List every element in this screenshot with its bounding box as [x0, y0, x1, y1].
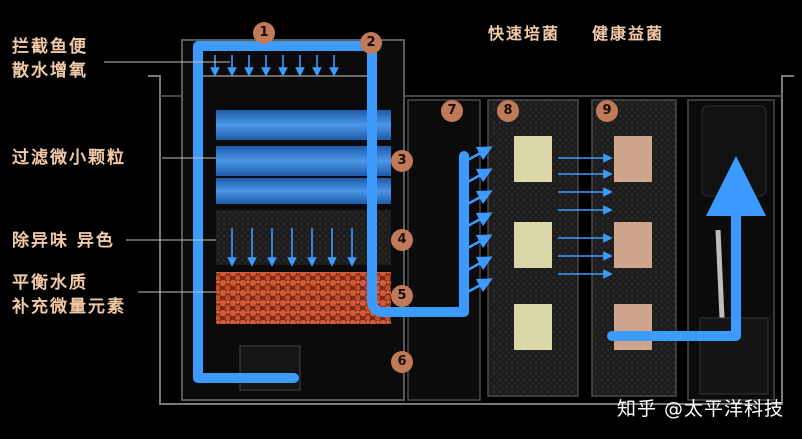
water-flow-path	[193, 41, 766, 383]
title-healthy-bacteria: 健康益菌	[592, 24, 665, 43]
chamber-9	[591, 99, 677, 397]
bacteria-block	[614, 222, 652, 268]
label-intercept-line1: 拦截鱼便	[12, 37, 88, 57]
chamber-7	[407, 99, 481, 401]
distribution-arrows	[463, 146, 493, 296]
sponge-layer-2	[216, 146, 391, 176]
label-leader-lines	[104, 61, 230, 293]
badge-6: 6	[391, 351, 413, 373]
bacteria-block	[514, 222, 552, 268]
bacteria-block	[614, 136, 652, 182]
bacteria-block	[614, 304, 652, 350]
drip-arrows	[210, 55, 339, 77]
badge-7: 7	[441, 100, 463, 122]
label-balance-line2: 补充微量元素	[12, 297, 126, 317]
badge-1: 1	[253, 22, 275, 44]
watermark: 知乎 @太平洋科技	[616, 398, 784, 420]
ceramic-bead-layer	[216, 272, 391, 324]
horizontal-flow-arrows	[558, 153, 613, 279]
sponge-layer-1	[216, 110, 391, 140]
badge-5: 5	[391, 285, 413, 307]
pump	[239, 345, 301, 391]
badge-3: 3	[391, 150, 413, 172]
label-balance-line1: 平衡水质	[12, 273, 88, 293]
carbon-layer	[216, 210, 391, 265]
bacteria-block	[514, 136, 552, 182]
outlet-arrow	[722, 176, 750, 196]
label-remove-odor: 除异味 异色	[12, 231, 115, 251]
label-filter-particles: 过滤微小颗粒	[12, 148, 126, 168]
badge-8: 8	[497, 100, 519, 122]
bacteria-block	[514, 304, 552, 350]
sponge-layer-3	[216, 178, 391, 204]
badge-2: 2	[360, 32, 382, 54]
label-intercept-line2: 散水增氧	[12, 61, 88, 81]
badge-4: 4	[391, 229, 413, 251]
chamber-8	[487, 99, 579, 397]
title-fast-bacteria: 快速培菌	[488, 24, 561, 43]
badge-9: 9	[596, 100, 618, 122]
